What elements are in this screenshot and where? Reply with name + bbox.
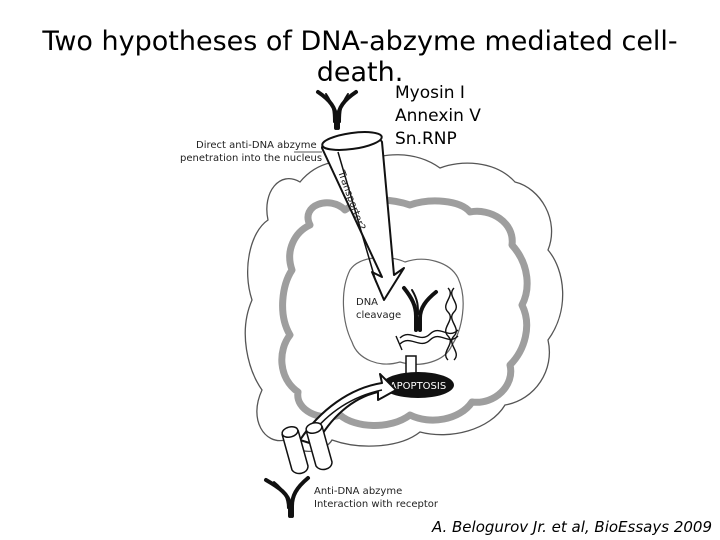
protein-item: Sn.RNP [395,129,457,149]
inner-membrane [278,196,531,429]
apoptosis-label: APOPTOSIS [390,381,446,392]
citation: A. Belogurov Jr. et al, BioEssays 2009 [431,518,712,536]
receptor-icon [281,421,333,475]
antibody-icon [402,286,438,332]
receptor-interaction-label: Interaction with receptor [314,499,439,510]
protein-item: Myosin I [395,83,465,103]
dna-cleavage-label: cleavage [356,310,401,321]
receptor-interaction-label: Anti-DNA abzyme [314,486,402,497]
antibody-icon [264,476,310,518]
antibody-icon [316,90,358,130]
direct-penetration-label: Direct anti-DNA abzyme [196,140,317,151]
dna-icon [395,287,459,361]
apoptosis-badge [382,372,454,398]
dna-cleavage-label: DNA [356,297,378,308]
page-title: Two hypotheses of DNA-abzyme mediated ce… [42,26,678,88]
cell-membrane [244,154,564,452]
protein-list: Myosin I Annexin V Sn.RNP [395,82,481,151]
protein-item: Annexin V [395,106,481,126]
direct-penetration-label: penetration into the nucleus [180,153,322,164]
